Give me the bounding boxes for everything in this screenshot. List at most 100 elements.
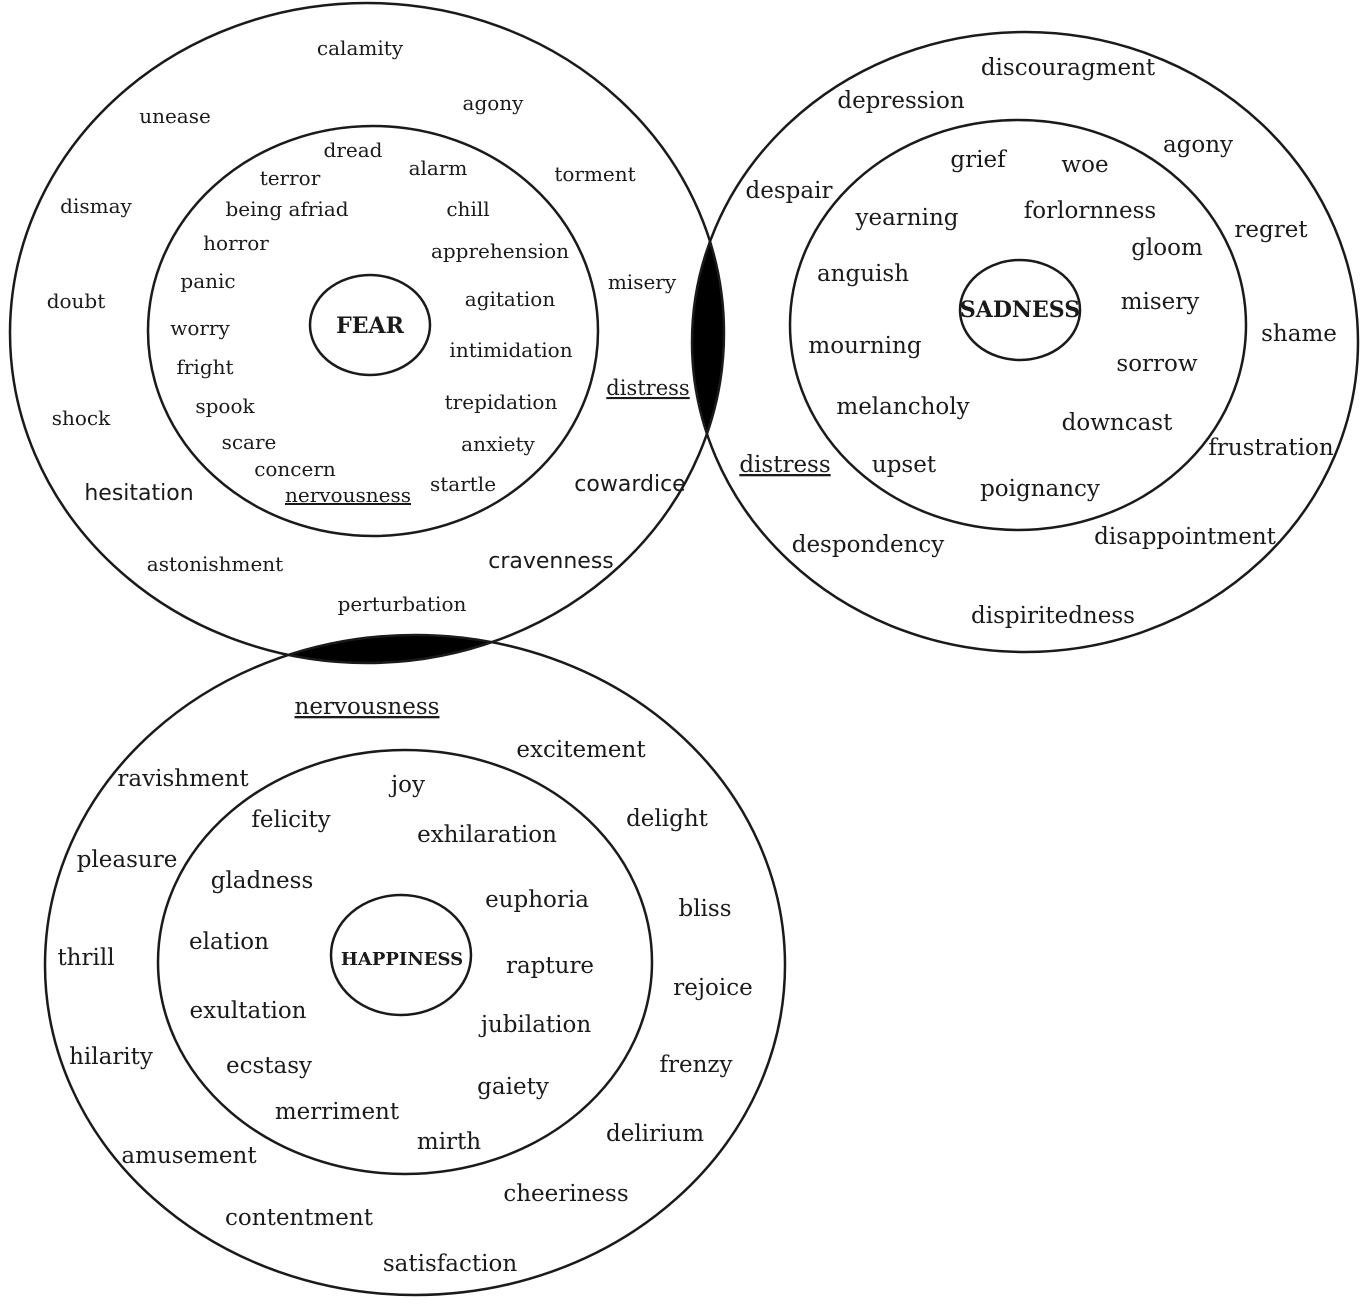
word: euphoria	[485, 887, 589, 913]
word: misery	[1121, 289, 1200, 315]
word: mourning	[808, 333, 921, 359]
word: panic	[180, 269, 235, 293]
word: cowardice	[574, 472, 685, 497]
word: amusement	[121, 1143, 257, 1169]
word: dispiritedness	[971, 603, 1135, 629]
word-underlined: nervousness	[285, 483, 411, 507]
word: cravenness	[488, 549, 614, 574]
word: depression	[837, 88, 964, 114]
word: upset	[872, 452, 937, 478]
word: regret	[1234, 217, 1308, 243]
fear-outer-words: calamity unease agony torment dismay dou…	[47, 36, 690, 616]
word: poignancy	[980, 476, 1100, 502]
word: doubt	[47, 289, 106, 313]
word: excitement	[516, 737, 646, 763]
happiness-outer-circle	[43, 633, 787, 1297]
word: agitation	[465, 287, 556, 311]
word: disappointment	[1094, 524, 1277, 550]
word-underlined: distress	[606, 376, 689, 400]
word: dismay	[60, 194, 132, 218]
word: downcast	[1062, 410, 1173, 436]
word: cheeriness	[503, 1181, 628, 1207]
fear-inner-words: dread terror alarm being afriad chill ho…	[170, 138, 572, 507]
fear-label: FEAR	[336, 313, 404, 339]
word: intimidation	[449, 338, 572, 362]
word: frenzy	[659, 1052, 732, 1078]
word: exhilaration	[417, 822, 557, 848]
word: gladness	[211, 868, 314, 894]
sadness-outer-circle	[690, 30, 1360, 654]
word: bliss	[678, 896, 731, 922]
word: horror	[203, 231, 269, 255]
word: perturbation	[338, 592, 467, 616]
word: felicity	[251, 807, 330, 833]
word: trepidation	[445, 390, 558, 414]
word: worry	[170, 316, 230, 340]
word: astonishment	[147, 552, 283, 576]
sadness-core-circle	[958, 258, 1082, 362]
word: terror	[260, 166, 321, 190]
word: apprehension	[431, 239, 569, 263]
word: startle	[430, 472, 496, 496]
word: being afriad	[225, 197, 348, 221]
word: pleasure	[77, 847, 178, 873]
word: agony	[463, 91, 525, 115]
word: exultation	[190, 998, 307, 1024]
word: dread	[324, 138, 383, 162]
word: contentment	[225, 1205, 374, 1231]
word: elation	[189, 929, 269, 955]
word: torment	[554, 162, 635, 186]
word: despondency	[792, 532, 945, 558]
happiness-outer-words: nervousness excitement ravishment deligh…	[57, 694, 752, 1277]
word: mirth	[417, 1129, 481, 1155]
fear-core-circle	[308, 273, 432, 377]
word: sorrow	[1116, 351, 1197, 377]
word: unease	[139, 104, 211, 128]
word: chill	[446, 197, 489, 221]
word: hilarity	[69, 1044, 153, 1070]
word: shock	[52, 406, 111, 430]
sadness-outer-words: discouragment depression agony despair r…	[739, 55, 1337, 629]
word: satisfaction	[383, 1251, 517, 1277]
word: frustration	[1208, 435, 1334, 461]
word: joy	[388, 772, 425, 798]
sadness-inner-circle	[788, 118, 1248, 532]
word: melancholy	[836, 394, 969, 420]
happiness-inner-words: joy felicity exhilaration gladness eupho…	[189, 772, 594, 1155]
word: gaiety	[477, 1074, 549, 1100]
word: rapture	[506, 953, 594, 979]
fear-inner-circle	[146, 124, 600, 538]
word: concern	[254, 457, 336, 481]
word: gloom	[1131, 235, 1203, 261]
word: anguish	[817, 261, 909, 287]
word: yearning	[854, 205, 958, 231]
happiness-label: HAPPINESS	[341, 949, 463, 970]
happiness-inner-circle	[156, 748, 654, 1176]
word: ecstasy	[226, 1053, 312, 1079]
sadness-inner-words: grief woe yearning forlornness gloom ang…	[808, 147, 1203, 502]
word: thrill	[57, 945, 114, 971]
word: misery	[608, 270, 677, 294]
word: fright	[176, 355, 233, 379]
word: woe	[1061, 152, 1108, 178]
word: discouragment	[981, 55, 1156, 81]
word: shame	[1261, 321, 1337, 347]
word: merriment	[275, 1099, 400, 1125]
word: despair	[746, 178, 833, 204]
word: jubilation	[478, 1012, 592, 1038]
fear-outer-circle	[8, 1, 726, 665]
word-underlined: distress	[739, 452, 830, 478]
word: rejoice	[673, 975, 752, 1001]
sadness-label: SADNESS	[960, 297, 1080, 323]
word: alarm	[409, 156, 468, 180]
word: agony	[1163, 132, 1233, 158]
word: ravishment	[117, 766, 249, 792]
happiness-core-circle	[329, 893, 473, 1017]
word: scare	[222, 430, 277, 454]
word: forlornness	[1024, 198, 1156, 224]
word: hesitation	[84, 481, 193, 506]
word: grief	[950, 147, 1007, 173]
word: anxiety	[461, 432, 535, 456]
word: spook	[195, 394, 255, 418]
